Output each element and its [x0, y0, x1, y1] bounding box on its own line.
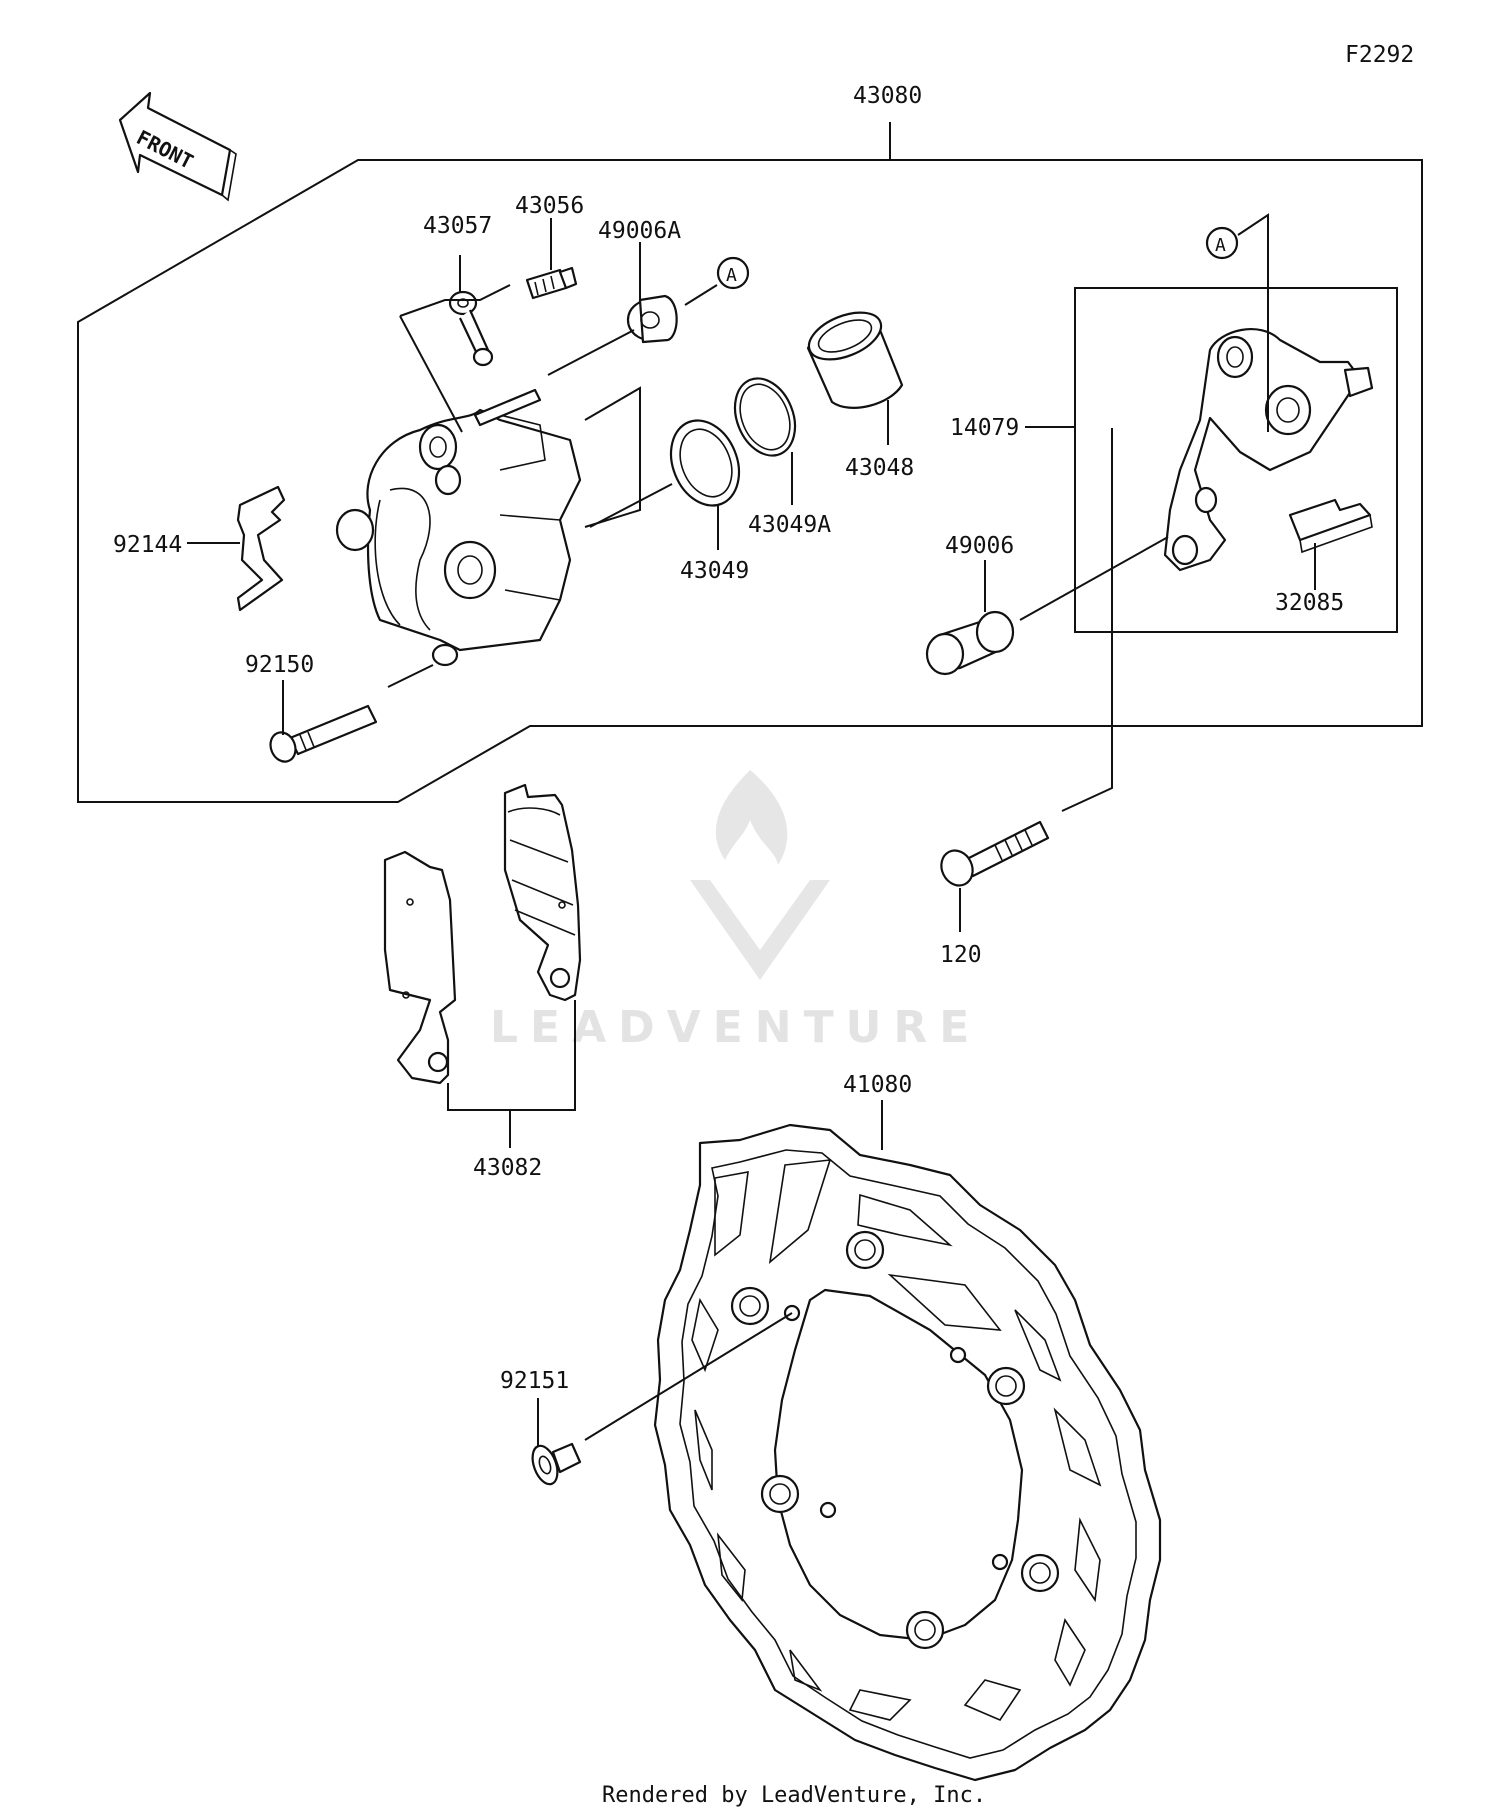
boot-lower-part: [925, 610, 1015, 676]
leader-callout-a-right: [1237, 213, 1269, 432]
callout-a-right-text: A: [1215, 235, 1226, 256]
pad-spring-part: [236, 485, 286, 612]
piston-seal-part: [669, 419, 741, 507]
piston-axis-bracket: [584, 386, 641, 528]
caliper-body: [335, 408, 582, 667]
part-label-43082: 43082: [473, 1155, 542, 1181]
part-label-43056: 43056: [515, 193, 584, 219]
part-label-43049: 43049: [680, 558, 749, 584]
leader-120-axis: [1061, 632, 1113, 812]
part-label-43048: 43048: [845, 455, 914, 481]
callout-a-left-text: A: [726, 265, 737, 286]
bleeder-valve-part: [525, 266, 578, 300]
part-label-43080: 43080: [853, 83, 922, 109]
part-label-32085: 32085: [1275, 590, 1344, 616]
part-label-43049a: 43049A: [748, 512, 831, 538]
front-arrow-icon: FRONT: [118, 91, 237, 202]
caliper-assembly-outline: [77, 159, 1423, 803]
boot-upper-part: [626, 294, 678, 344]
callout-a-left-marker: A: [716, 256, 750, 290]
footer-credit: Rendered by LeadVenture, Inc.: [602, 1783, 986, 1808]
axis-upper-pin: [547, 329, 635, 376]
part-label-49006: 49006: [945, 533, 1014, 559]
part-label-14079: 14079: [950, 415, 1019, 441]
axis-piston: [589, 483, 673, 528]
axis-lower-pin: [1019, 536, 1169, 621]
leader-43057-b: [399, 284, 511, 317]
axis-pad-pin: [387, 664, 434, 688]
leadventure-watermark-logo: [690, 770, 830, 980]
part-label-41080: 41080: [843, 1072, 912, 1098]
leader-43057-c: [399, 315, 463, 433]
disc-bolt-part: [531, 1442, 582, 1486]
upper-slide-pin: [473, 388, 542, 427]
brake-pad-right-part: [503, 783, 582, 1002]
dust-seal-part: [733, 377, 797, 457]
part-label-92151: 92151: [500, 1368, 569, 1394]
bleeder-cap-part: [448, 290, 494, 367]
part-label-49006a: 49006A: [598, 218, 681, 244]
diagram-code: F2292: [1345, 42, 1414, 68]
part-label-92144: 92144: [113, 532, 182, 558]
callout-a-right-marker: A: [1205, 226, 1239, 260]
caliper-bracket-part: [1163, 328, 1374, 572]
piston-part: [806, 311, 904, 409]
watermark-text: LEADVENTURE: [490, 1002, 981, 1053]
pad-pin-part: [269, 704, 378, 763]
pad-shim-part: [1288, 498, 1373, 554]
axis-disc-bolt: [584, 1312, 793, 1441]
leader-43082-bracket: [447, 1000, 576, 1111]
part-label-92150: 92150: [245, 652, 314, 678]
bracket-bolt-part: [940, 820, 1050, 887]
part-label-120: 120: [940, 942, 982, 968]
brake-disc-part: [653, 1123, 1162, 1782]
brake-pad-left-part: [383, 850, 457, 1085]
part-label-43057: 43057: [423, 213, 492, 239]
caliper-bracket-outline: [1074, 287, 1398, 633]
leader-callout-a-left: [684, 284, 718, 306]
